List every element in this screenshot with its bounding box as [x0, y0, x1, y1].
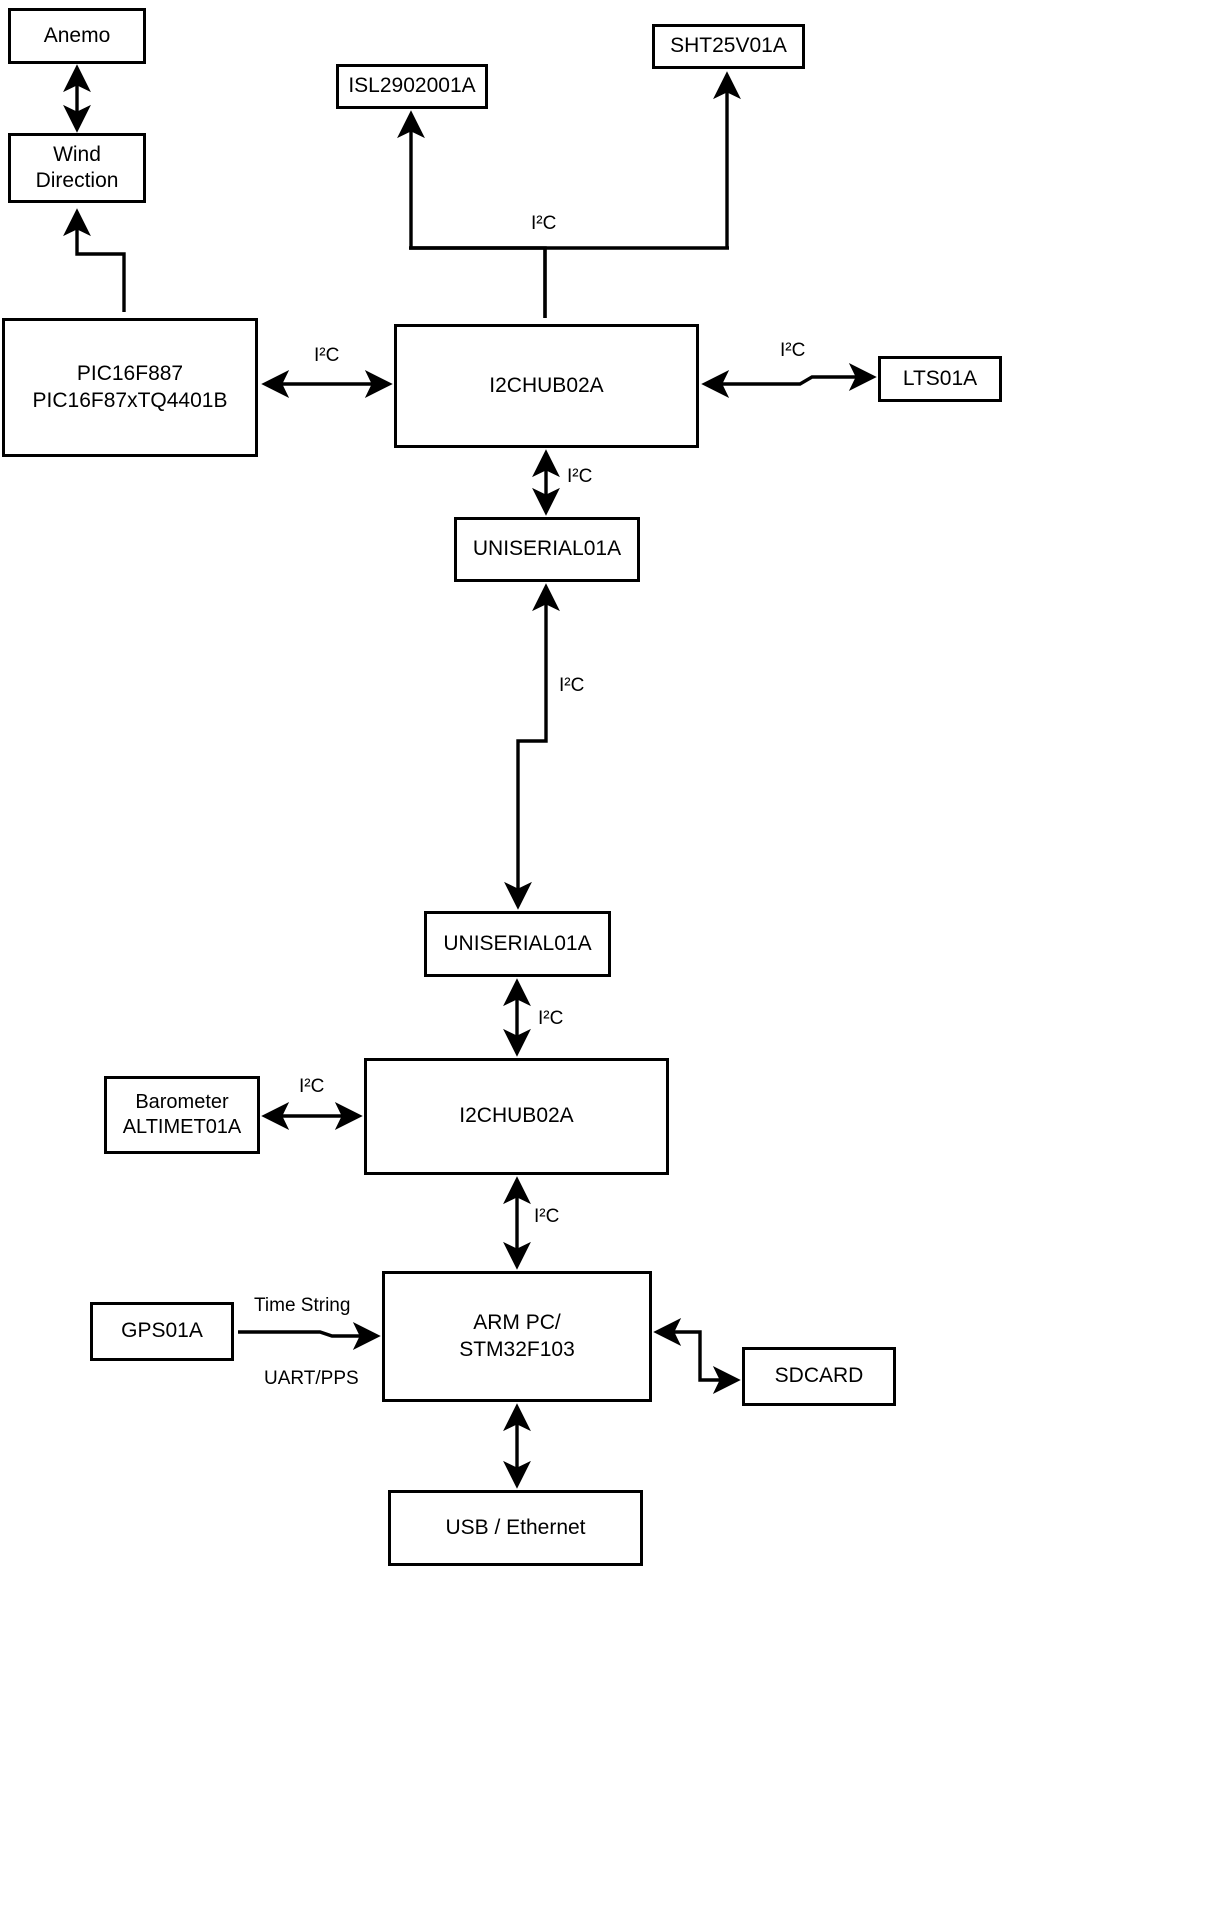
edge-uniserial1-uniserial2	[504, 583, 560, 910]
node-anemo[interactable]: Anemo	[8, 8, 146, 64]
node-pic-mcu[interactable]: PIC16F887 PIC16F87xTQ4401B	[2, 318, 258, 457]
node-uniserial01a-lower[interactable]: UNISERIAL01A	[424, 911, 611, 977]
node-arm-pc-stm32f103[interactable]: ARM PC/ STM32F103	[382, 1271, 652, 1402]
node-i2chub02a-bottom[interactable]: I2CHUB02A	[364, 1058, 669, 1175]
edge-label-i2c-uniserial-link: I²C	[559, 675, 585, 696]
edge-pic-wind	[63, 208, 126, 312]
edge-label-i2c-hub-uniserial: I²C	[567, 466, 593, 487]
node-lts01a[interactable]: LTS01A	[878, 356, 1002, 402]
node-isl2902001a[interactable]: ISL2902001A	[336, 64, 488, 109]
node-barometer-altimet01a[interactable]: Barometer ALTIMET01A	[104, 1076, 260, 1154]
edge-label-uart-pps: UART/PPS	[264, 1368, 359, 1389]
node-i2chub02a-top[interactable]: I2CHUB02A	[394, 324, 699, 448]
node-sht25v01a[interactable]: SHT25V01A	[652, 24, 805, 69]
node-uniserial01a-upper[interactable]: UNISERIAL01A	[454, 517, 640, 582]
node-sdcard[interactable]: SDCARD	[742, 1347, 896, 1406]
edge-gps-arm	[238, 1322, 381, 1350]
edge-arm-sdcard	[653, 1318, 741, 1394]
edge-label-i2c-uniserial2-hub: I²C	[538, 1008, 564, 1029]
edge-label-i2c-hub-lts: I²C	[780, 340, 806, 361]
node-gps01a[interactable]: GPS01A	[90, 1302, 234, 1361]
edge-label-time-string: Time String	[254, 1295, 351, 1316]
edge-label-i2c-barometer-hub: I²C	[299, 1076, 325, 1097]
node-wind-direction[interactable]: Wind Direction	[8, 133, 146, 203]
edge-label-i2c-pic-hub: I²C	[314, 345, 340, 366]
edge-hubtop-isl	[397, 110, 547, 318]
edge-hubtop-lts	[701, 363, 877, 398]
edge-label-i2c-hub-fanout: I²C	[531, 213, 557, 234]
node-usb-ethernet[interactable]: USB / Ethernet	[388, 1490, 643, 1566]
edge-label-i2c-hub-arm: I²C	[534, 1206, 560, 1227]
